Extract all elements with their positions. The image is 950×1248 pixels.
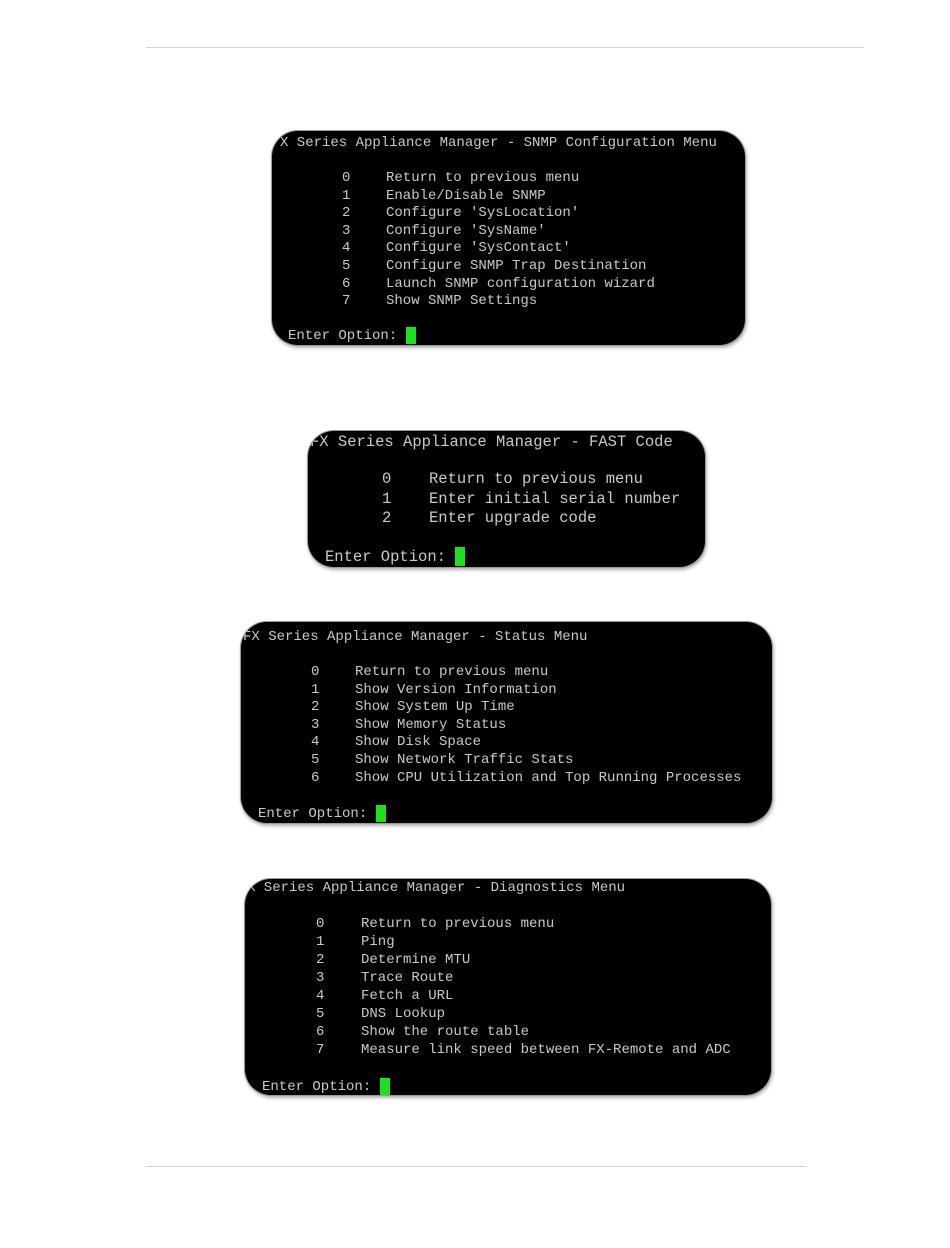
header-rule: [146, 47, 864, 48]
cursor-block: [405, 327, 416, 344]
terminal-title: FX Series Appliance Manager - FAST Code: [310, 433, 673, 451]
cursor-block: [379, 1078, 390, 1095]
cursor-block: [375, 805, 386, 822]
option-prompt[interactable]: Enter Option:: [288, 327, 416, 344]
snmp-config-terminal: X Series Appliance Manager - SNMP Config…: [272, 131, 745, 345]
diagnostics-menu-terminal: X Series Appliance Manager - Diagnostics…: [245, 879, 771, 1095]
terminal-title: FX Series Appliance Manager - Status Men…: [243, 629, 588, 645]
terminal-title: X Series Appliance Manager - SNMP Config…: [280, 135, 717, 151]
option-prompt[interactable]: Enter Option:: [258, 805, 386, 822]
status-menu-terminal: FX Series Appliance Manager - Status Men…: [241, 622, 772, 823]
option-prompt[interactable]: Enter Option:: [325, 547, 466, 566]
footer-rule: [146, 1166, 806, 1167]
fast-code-terminal: FX Series Appliance Manager - FAST Code …: [308, 431, 705, 567]
terminal-title: X Series Appliance Manager - Diagnostics…: [247, 880, 626, 896]
option-prompt[interactable]: Enter Option:: [262, 1078, 390, 1095]
cursor-block: [455, 547, 466, 566]
